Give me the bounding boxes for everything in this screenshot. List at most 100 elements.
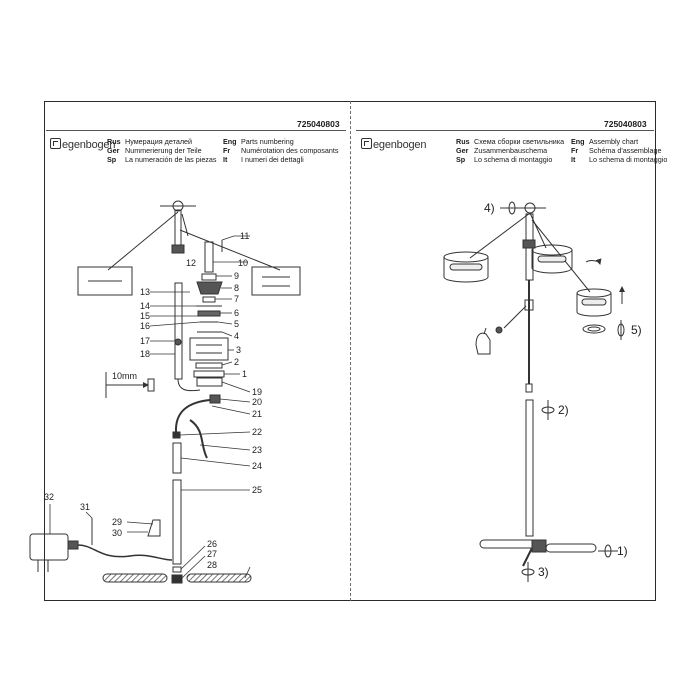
right-brand-logo: egenbogen	[361, 138, 426, 151]
arm-left	[469, 212, 531, 259]
base-bar-left	[479, 539, 537, 549]
leader-31	[85, 511, 93, 519]
part-number-26: 26	[207, 539, 217, 549]
assembly-step-labels: 4) 2) 5) 1) 3)	[484, 201, 642, 579]
part-number-11: 11	[240, 231, 249, 241]
part-number-22: 22	[252, 427, 262, 437]
part-27	[171, 574, 183, 584]
part-leaders	[49, 235, 251, 579]
switch-17	[174, 338, 182, 346]
switch-detail	[495, 326, 503, 334]
hand-icon-finger	[483, 327, 487, 335]
shade-middle-slot	[537, 255, 567, 263]
part-number-13: 13	[140, 287, 150, 297]
arm-left	[107, 211, 179, 271]
part-6	[197, 310, 221, 317]
ring-5	[582, 324, 606, 334]
leader-20	[219, 398, 251, 403]
cable-23	[189, 419, 208, 459]
leader-27	[181, 555, 206, 579]
right-lamp-assembly	[443, 201, 625, 582]
cap-8	[196, 281, 223, 295]
leader-28	[244, 566, 251, 579]
part-7	[202, 296, 216, 303]
part-number-31: 31	[80, 502, 90, 512]
shade-right-slot	[581, 298, 607, 306]
part-number-25: 25	[252, 485, 262, 495]
leader-23	[199, 444, 251, 451]
part-number-3: 3	[236, 345, 241, 355]
led-module-3	[189, 337, 229, 361]
cable-19	[177, 378, 201, 392]
step-4-label: 4)	[484, 201, 495, 215]
right-brand-text: egenbogen	[373, 139, 427, 151]
step-5-label: 5)	[631, 323, 642, 337]
arm-joint	[181, 213, 189, 237]
part-number-18: 18	[140, 349, 150, 359]
panel-divider	[350, 101, 351, 601]
step-2-label: 2)	[558, 403, 569, 417]
part-number-17: 17	[140, 336, 150, 346]
clamp-12	[171, 244, 185, 254]
part-number-8: 8	[234, 283, 239, 293]
base-leg	[522, 547, 533, 567]
adapter-jack	[67, 540, 79, 550]
part-number-24: 24	[252, 461, 262, 471]
upper-pole	[174, 209, 182, 247]
step-3-label: 3)	[538, 565, 549, 579]
driver-19	[196, 377, 223, 387]
leader-4	[221, 331, 233, 337]
part-number-1: 1	[242, 369, 247, 379]
shade-right	[251, 266, 301, 296]
stem-10	[204, 241, 214, 273]
left-article-code: 725040803	[297, 119, 340, 129]
part-2	[195, 362, 223, 369]
shade-left-top	[443, 251, 489, 263]
arm-right	[179, 229, 281, 271]
base-bar-right	[545, 543, 597, 553]
plug-22	[172, 431, 181, 439]
part-number-5: 5	[234, 319, 239, 329]
part-number-12: 12	[186, 258, 196, 268]
leader-11	[221, 235, 250, 241]
base-bar-right-28	[186, 573, 252, 583]
leader-5	[217, 321, 233, 325]
base-bar-left	[102, 573, 168, 583]
part-number-28: 28	[207, 560, 217, 570]
left-header-rule	[46, 130, 346, 131]
pole-joint	[525, 383, 533, 393]
part-1	[193, 370, 225, 378]
pole-segment-24	[172, 442, 182, 474]
brand-logo-icon	[50, 138, 61, 149]
shade-middle-top	[531, 244, 573, 256]
step-1-label: 1)	[617, 544, 628, 558]
part-number-29: 29	[112, 517, 122, 527]
adapter-32	[29, 533, 69, 561]
leader-26	[180, 545, 206, 570]
screw-detail	[147, 378, 155, 392]
leader-29	[126, 521, 154, 525]
leader-19	[221, 381, 251, 393]
part-number-9: 9	[234, 271, 239, 281]
part-number-27: 27	[207, 549, 217, 559]
ring-5-inner	[587, 326, 601, 332]
dimension-label: 10mm	[112, 371, 137, 381]
part-number-14: 14	[140, 301, 150, 311]
part-number-16: 16	[140, 321, 150, 331]
part-number-30: 30	[112, 528, 122, 538]
part-number-7: 7	[234, 294, 239, 304]
part-number-4: 4	[234, 331, 239, 341]
right-article-code: 725040803	[604, 119, 647, 129]
leader-22	[179, 431, 251, 436]
part-number-6: 6	[234, 308, 239, 318]
lower-pole	[525, 399, 534, 537]
plug-29	[147, 519, 161, 537]
part-number-23: 23	[252, 445, 262, 455]
